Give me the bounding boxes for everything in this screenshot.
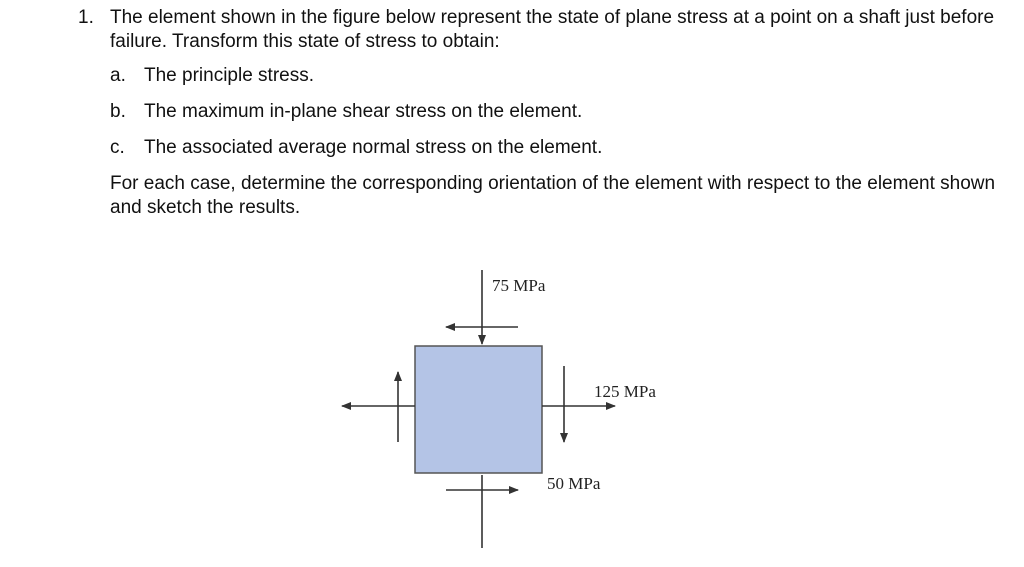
task-text: The associated average normal stress on … <box>144 137 603 158</box>
left-face-stress-arrows <box>341 371 415 442</box>
right-face-stress-arrows <box>542 366 616 443</box>
label-bottom-stress: 50 MPa <box>547 474 601 493</box>
problem-number: 1. <box>78 7 94 28</box>
stress-element-figure: 75 MPa 125 MPa 50 MPa <box>330 260 690 560</box>
task-item-b: b. The maximum in-plane shear stress on … <box>110 100 998 124</box>
stress-diagram: 75 MPa 125 MPa 50 MPa <box>341 270 656 548</box>
top-face-stress-arrows <box>445 270 518 345</box>
task-letter: c. <box>110 137 125 158</box>
task-letter: b. <box>110 101 126 122</box>
task-text: The maximum in-plane shear stress on the… <box>144 101 583 122</box>
label-right-stress: 125 MPa <box>594 382 656 401</box>
task-item-c: c. The associated average normal stress … <box>110 136 998 160</box>
problem-body: The element shown in the figure below re… <box>110 6 998 220</box>
task-item-a: a. The principle stress. <box>110 64 998 88</box>
task-list: a. The principle stress. b. The maximum … <box>110 64 998 160</box>
problem-statement: 1. The element shown in the figure below… <box>78 6 998 220</box>
problem-closing: For each case, determine the correspondi… <box>110 173 996 218</box>
task-letter: a. <box>110 65 126 86</box>
label-top-stress: 75 MPa <box>492 276 546 295</box>
problem-intro: The element shown in the figure below re… <box>110 7 995 52</box>
bottom-face-stress-arrows <box>446 475 519 548</box>
stress-element <box>414 345 543 474</box>
task-text: The principle stress. <box>144 65 315 86</box>
